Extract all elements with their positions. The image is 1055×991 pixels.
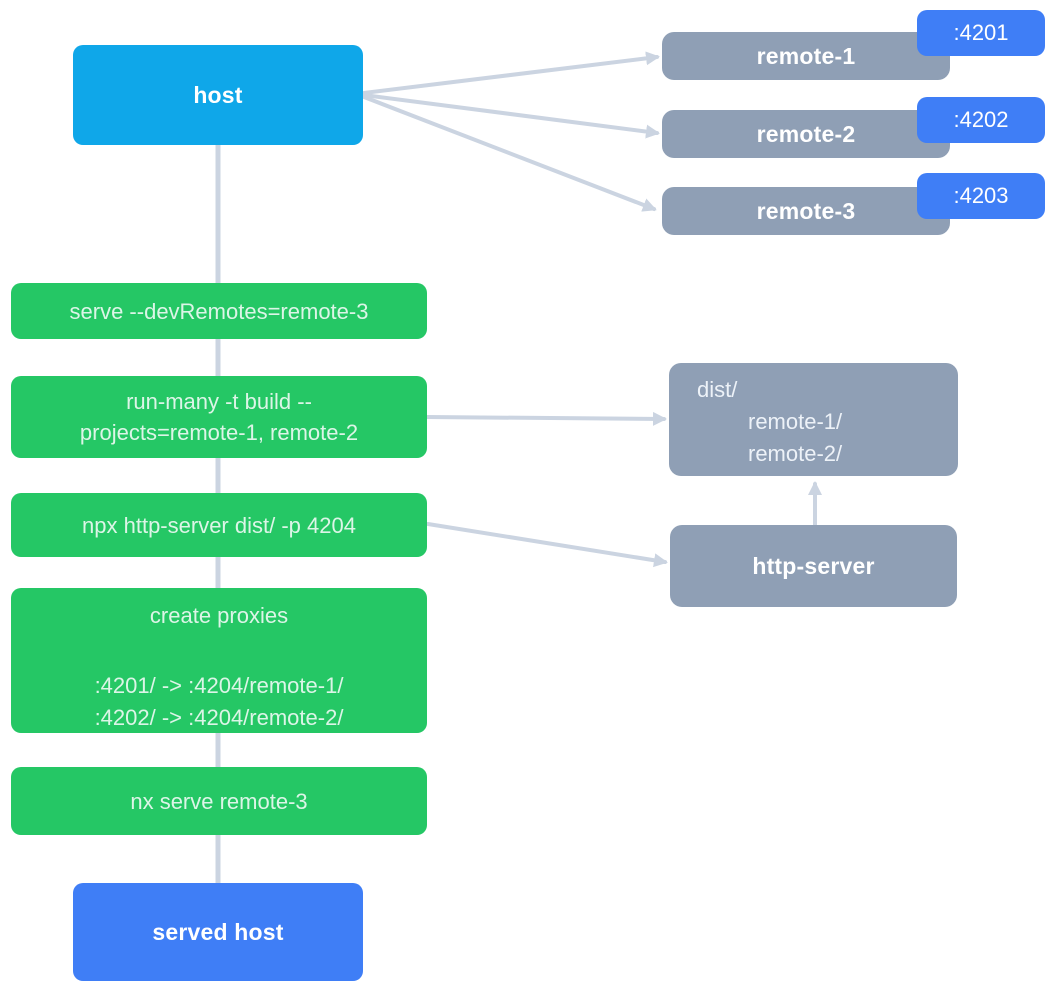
step-create-proxies-title: create proxies (149, 603, 289, 628)
http-server-label: http-server (752, 552, 875, 579)
remote-3-node: remote-3 (662, 187, 950, 235)
step-create-proxies: create proxies :4201/ -> :4204/remote-1/… (11, 588, 427, 733)
remote-2-label: remote-2 (756, 120, 856, 147)
proxy-mapping-4202: :4202/ -> :4204/remote-2/ (94, 705, 344, 730)
proxy-mappings: :4201/ -> :4204/remote-1/ :4202/ -> :420… (95, 670, 344, 734)
remote-1-node: remote-1 (662, 32, 950, 80)
host-to-remote-2-arrow (362, 93, 660, 139)
proxy-mapping-4201: :4201/ -> :4204/remote-1/ (94, 673, 344, 698)
remote-1-label: remote-1 (756, 42, 856, 69)
port-badge-4201: :4201 (917, 10, 1045, 56)
run-many-to-dist-arrow (425, 411, 667, 426)
host-label: host (193, 81, 243, 108)
port-badge-4203: :4203 (917, 173, 1045, 219)
step-http-server-command: npx http-server dist/ -p 4204 (11, 493, 427, 557)
http-cmd-to-http-server-arrow (426, 522, 668, 568)
served-host-label: served host (152, 918, 284, 945)
host-to-remote-1-arrow (362, 51, 660, 95)
step-http-server-command-label: npx http-server dist/ -p 4204 (82, 512, 356, 538)
port-badge-4202-label: :4202 (953, 107, 1009, 132)
step-serve-dev-remotes-label: serve --devRemotes=remote-3 (69, 298, 369, 324)
served-host-node: served host (73, 883, 363, 981)
remote-2-node: remote-2 (662, 110, 950, 158)
step-run-many-build-line-2: projects=remote-1, remote-2 (79, 420, 359, 445)
step-run-many-build: run-many -t build -- projects=remote-1, … (11, 376, 427, 458)
host-node: host (73, 45, 363, 145)
step-serve-dev-remotes: serve --devRemotes=remote-3 (11, 283, 427, 339)
http-server-node: http-server (670, 525, 957, 607)
dist-folder-line-remote-1: remote-1/ (748, 409, 843, 434)
step-nx-serve-remote-3-label: nx serve remote-3 (130, 788, 308, 814)
port-badge-4203-label: :4203 (953, 183, 1009, 208)
port-badge-4201-label: :4201 (953, 20, 1009, 45)
step-run-many-build-line-1: run-many -t build -- (126, 389, 312, 414)
remote-3-label: remote-3 (756, 197, 856, 224)
dist-folder-line-dist: dist/ (697, 377, 738, 402)
host-to-remote-3-arrow (362, 95, 657, 212)
dist-folder-line-remote-2: remote-2/ (748, 441, 843, 466)
step-nx-serve-remote-3: nx serve remote-3 (11, 767, 427, 835)
dist-folder-node: dist/ remote-1/ remote-2/ (669, 363, 958, 476)
port-badge-4202: :4202 (917, 97, 1045, 143)
